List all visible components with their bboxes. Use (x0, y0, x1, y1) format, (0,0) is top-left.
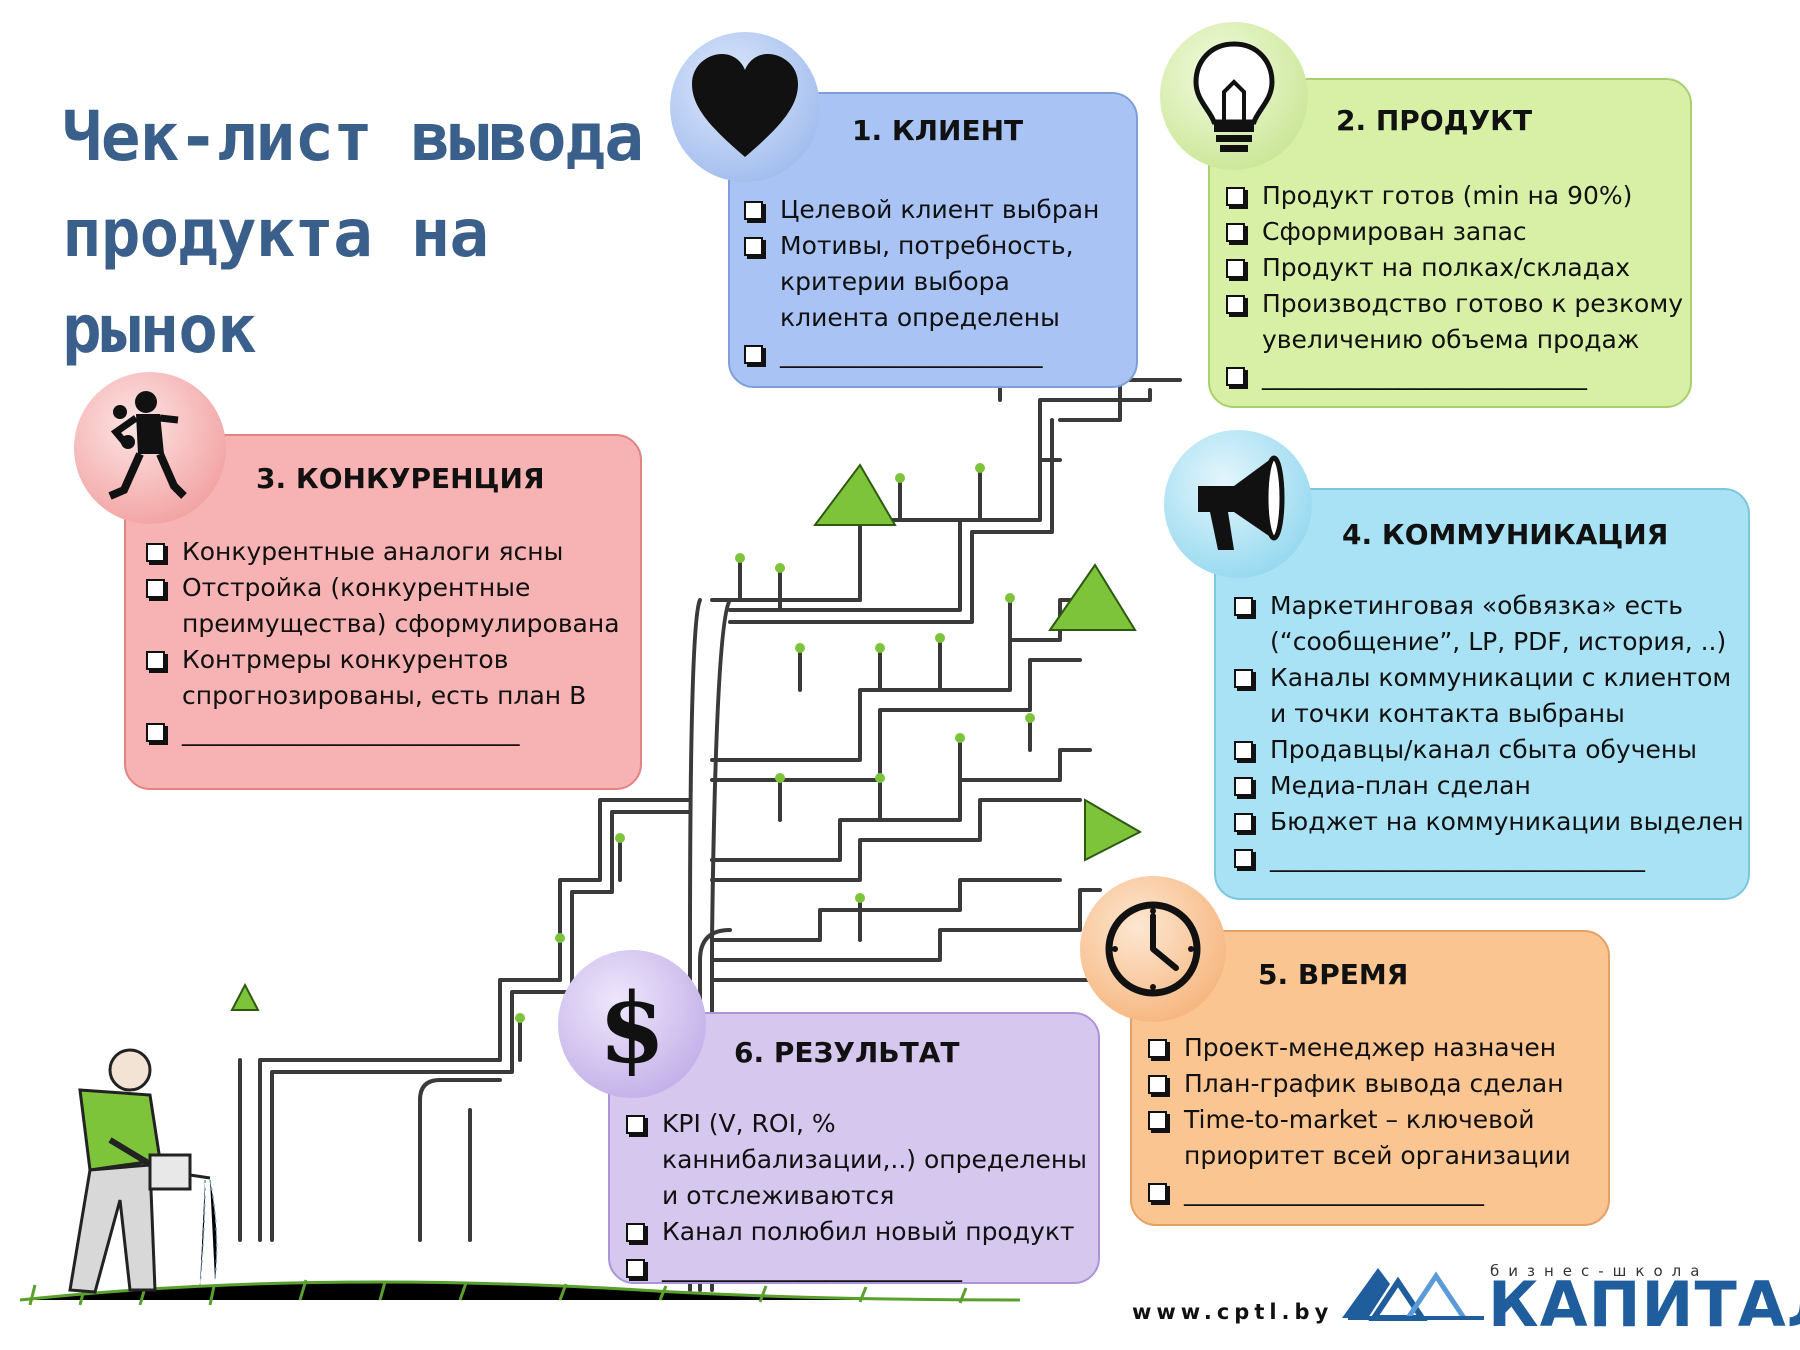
checkbox-icon[interactable] (1226, 367, 1245, 386)
checklist-item[interactable]: Проект-менеджер назначен (1148, 1030, 1604, 1066)
checklist-item[interactable]: Бюджет на коммуникации выделен (1234, 804, 1748, 840)
checkbox-icon[interactable] (1234, 777, 1253, 796)
card-communication: 4. КОММУНИКАЦИЯ Маркетинговая «обвязка» … (1214, 488, 1750, 900)
competition-icon-circle (74, 372, 226, 524)
card-title: 2. ПРОДУКТ (1336, 104, 1533, 137)
clock-icon (1105, 901, 1201, 997)
title-line-2: продукта на рынок (62, 195, 489, 368)
checklist: KPI (V, ROI, % каннибализации,..) опреде… (626, 1106, 1096, 1286)
checklist-item[interactable]: Продукт на полках/складах (1226, 250, 1686, 286)
brand-subtitle: бизнес-школа (1490, 1262, 1709, 1280)
checkbox-icon[interactable] (1148, 1111, 1167, 1130)
checkbox-icon[interactable] (1148, 1075, 1167, 1094)
checkbox-icon[interactable] (1226, 295, 1245, 314)
checklist-item-blank[interactable]: ___________________________ (146, 714, 636, 750)
checklist-item[interactable]: Сформирован запас (1226, 214, 1686, 250)
time-icon-circle (1080, 876, 1226, 1022)
checkbox-icon[interactable] (744, 237, 763, 256)
checklist-item-blank[interactable]: ________________________ (1148, 1174, 1604, 1210)
product-icon-circle (1160, 22, 1308, 170)
page-title: Чек-лист вывода продукта на рынок (62, 90, 682, 378)
checkbox-icon[interactable] (146, 579, 165, 598)
checklist-item[interactable]: KPI (V, ROI, % каннибализации,..) опреде… (626, 1106, 1096, 1214)
checklist-item[interactable]: Производство готово к резкому увеличению… (1226, 286, 1686, 358)
result-icon-circle: $ (558, 950, 706, 1098)
checkbox-icon[interactable] (1234, 741, 1253, 760)
card-title: 1. КЛИЕНТ (852, 114, 1024, 147)
boxer-icon (108, 391, 187, 500)
brand-name: КАПИТАЛ (1488, 1268, 1800, 1341)
checkbox-icon[interactable] (744, 345, 763, 364)
checklist-item[interactable]: Каналы коммуникации с клиентом и точки к… (1234, 660, 1748, 732)
checklist: Маркетинговая «обвязка» есть (“сообщение… (1234, 588, 1748, 876)
checkbox-icon[interactable] (626, 1115, 645, 1134)
checklist-item-blank[interactable]: ________________________ (626, 1250, 1096, 1286)
card-title: 5. ВРЕМЯ (1258, 958, 1409, 991)
checkbox-icon[interactable] (146, 543, 165, 562)
svg-text:$: $ (599, 972, 666, 1085)
checklist-item-blank[interactable]: _____________________ (744, 336, 1124, 372)
checkbox-icon[interactable] (1234, 813, 1253, 832)
checklist-item[interactable]: Time-to-market – ключевой приоритет всей… (1148, 1102, 1604, 1174)
checkbox-icon[interactable] (1234, 597, 1253, 616)
checklist: Продукт готов (min на 90%) Сформирован з… (1226, 178, 1686, 394)
checkbox-icon[interactable] (1234, 849, 1253, 868)
card-title: 3. КОНКУРЕНЦИЯ (256, 462, 545, 495)
checklist-item[interactable]: Медиа-план сделан (1234, 768, 1748, 804)
checklist-item-blank[interactable]: __________________________ (1226, 358, 1686, 394)
title-line-1: Чек-лист вывода (62, 99, 644, 176)
checklist: Проект-менеджер назначен План-график выв… (1148, 1030, 1604, 1210)
gardener-figure (68, 1048, 218, 1294)
website-link[interactable]: www.cptl.by (1132, 1300, 1334, 1324)
checklist-item[interactable]: Маркетинговая «обвязка» есть (“сообщение… (1234, 588, 1748, 660)
checkbox-icon[interactable] (626, 1259, 645, 1278)
checklist-item[interactable]: Мотивы, потребность, критерии выбора кли… (744, 228, 1124, 336)
heart-icon (692, 54, 798, 157)
checkbox-icon[interactable] (146, 723, 165, 742)
checkbox-icon[interactable] (744, 201, 763, 220)
checkbox-icon[interactable] (1226, 187, 1245, 206)
card-title: 6. РЕЗУЛЬТАТ (734, 1036, 960, 1069)
checklist: Целевой клиент выбран Мотивы, потребност… (744, 192, 1124, 372)
card-title: 4. КОММУНИКАЦИЯ (1342, 518, 1669, 551)
client-icon-circle (670, 32, 820, 182)
communication-icon-circle (1164, 430, 1312, 578)
checklist-item[interactable]: Контрмеры конкурентов спрогнозированы, е… (146, 642, 636, 714)
checklist-item[interactable]: План-график вывода сделан (1148, 1066, 1604, 1102)
checkbox-icon[interactable] (1226, 223, 1245, 242)
checkbox-icon[interactable] (1148, 1039, 1167, 1058)
checklist-item[interactable]: Целевой клиент выбран (744, 192, 1124, 228)
kapital-logo-icon (1342, 1268, 1484, 1321)
checklist-item[interactable]: Канал полюбил новый продукт (626, 1214, 1096, 1250)
checkbox-icon[interactable] (1234, 669, 1253, 688)
checkbox-icon[interactable] (1226, 259, 1245, 278)
megaphone-icon (1198, 455, 1285, 550)
checklist: Конкурентные аналоги ясны Отстройка (кон… (146, 534, 636, 750)
checkbox-icon[interactable] (626, 1223, 645, 1242)
checkbox-icon[interactable] (1148, 1183, 1167, 1202)
checkbox-icon[interactable] (146, 651, 165, 670)
checklist-item[interactable]: Продавцы/канал сбыта обучены (1234, 732, 1748, 768)
checklist-item[interactable]: Продукт готов (min на 90%) (1226, 178, 1686, 214)
checklist-item-blank[interactable]: ______________________________ (1234, 840, 1748, 876)
lightbulb-icon (1193, 41, 1275, 152)
checklist-item[interactable]: Отстройка (конкурентные преимущества) сф… (146, 570, 636, 642)
checklist-item[interactable]: Конкурентные аналоги ясны (146, 534, 636, 570)
dollar-icon: $ (599, 972, 666, 1085)
